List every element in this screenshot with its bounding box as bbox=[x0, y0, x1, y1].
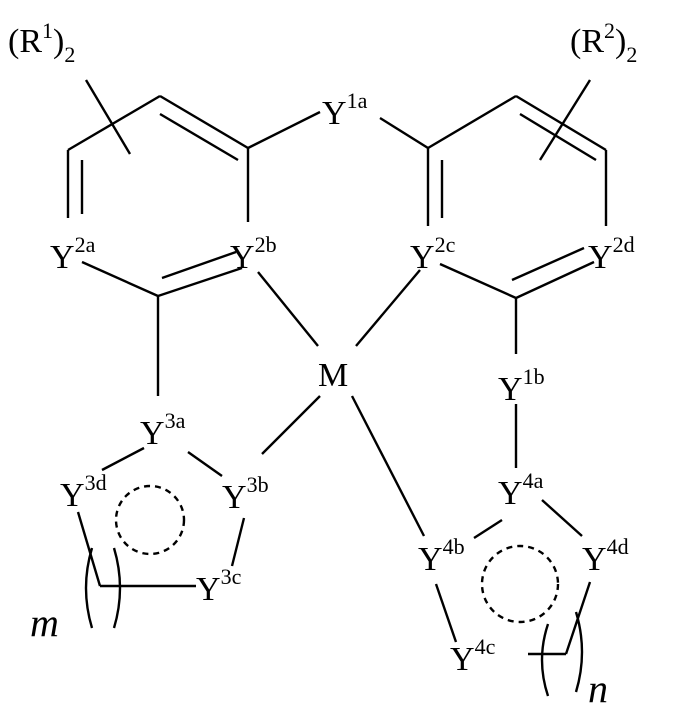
atom-y4a: Y4a bbox=[498, 468, 544, 512]
atom-y1b: Y1b bbox=[498, 364, 545, 408]
right-ring bbox=[428, 80, 606, 298]
bond-y1a-to-ring bbox=[380, 118, 428, 148]
double-bond-inner bbox=[160, 114, 238, 160]
atom-metal: M bbox=[318, 357, 348, 394]
bond bbox=[516, 262, 594, 298]
bond bbox=[188, 452, 222, 476]
bond-y2c-metal bbox=[356, 270, 420, 346]
substituent-bond-r2 bbox=[540, 80, 590, 160]
atom-y3c: Y3c bbox=[196, 564, 242, 608]
bond bbox=[68, 96, 160, 150]
atom-y2a: Y2a bbox=[50, 232, 96, 276]
aromatic-circle bbox=[116, 486, 184, 554]
atom-y4c: Y4c bbox=[450, 634, 496, 678]
bond-metal-y3b bbox=[262, 396, 320, 454]
atom-y1a: Y1a bbox=[322, 88, 368, 132]
substituent-r2-label: (R2)2 bbox=[570, 18, 637, 67]
atom-y2b: Y2b bbox=[230, 232, 277, 276]
aromatic-circle bbox=[482, 546, 558, 622]
atom-y3d: Y3d bbox=[60, 470, 107, 514]
repeat-bracket-right-open bbox=[542, 624, 548, 696]
bond bbox=[542, 500, 582, 536]
bond bbox=[440, 264, 516, 298]
repeat-bracket-left-close bbox=[114, 548, 120, 628]
bond-metal-y4b bbox=[352, 396, 424, 536]
repeat-label-m: m bbox=[30, 600, 59, 645]
bond bbox=[516, 96, 606, 150]
bond bbox=[232, 518, 244, 566]
bond bbox=[436, 584, 456, 642]
bond bbox=[474, 520, 502, 538]
left-ring bbox=[68, 80, 248, 296]
bond bbox=[78, 512, 100, 586]
bond-y2b-metal bbox=[258, 272, 318, 346]
bond bbox=[428, 96, 516, 148]
bond bbox=[102, 448, 144, 470]
bond bbox=[82, 262, 158, 296]
atom-y4d: Y4d bbox=[582, 534, 629, 578]
repeat-label-n: n bbox=[588, 666, 608, 711]
bond-ring-to-y1a bbox=[248, 112, 320, 148]
atom-y3b: Y3b bbox=[222, 472, 269, 516]
substituent-r1-label: (R1)2 bbox=[8, 18, 75, 67]
atom-y4b: Y4b bbox=[418, 534, 465, 578]
atom-y3a: Y3a bbox=[140, 408, 186, 452]
atom-y2d: Y2d bbox=[588, 232, 635, 276]
atom-y2c: Y2c bbox=[410, 232, 456, 276]
double-bond-inner bbox=[512, 248, 584, 280]
